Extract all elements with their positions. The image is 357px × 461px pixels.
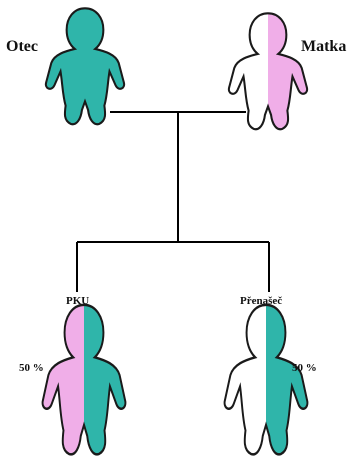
child-carrier-label: Přenašeč [240,296,282,307]
child-pku-figure [43,305,126,455]
mother-label: Matka [301,39,346,55]
child-carrier-figure [225,305,308,455]
child-pku-percent: 50 % [19,363,44,374]
father-figure [46,8,124,124]
father-label: Otec [6,39,38,55]
child-carrier-percent: 50 % [292,363,317,374]
child-pku-label: PKU [66,296,89,307]
pedigree-lines [77,112,269,292]
